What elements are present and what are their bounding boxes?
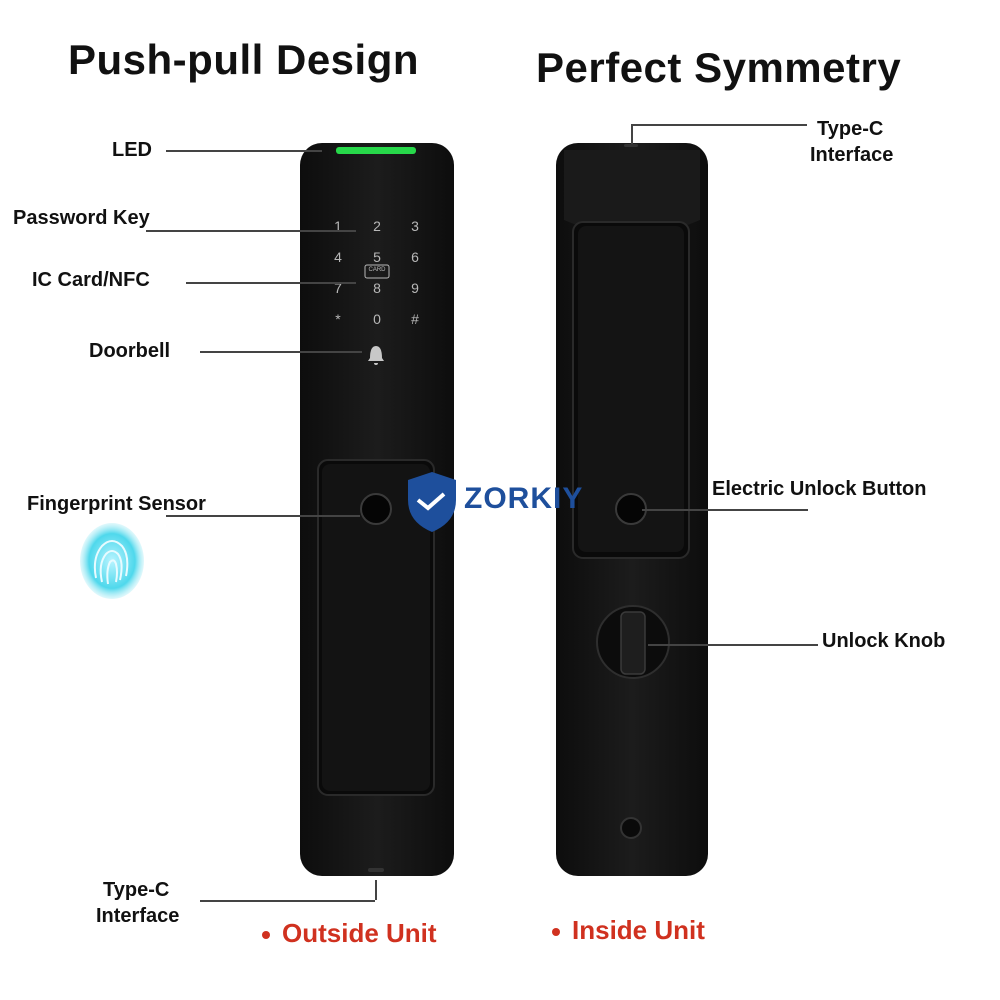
leader-line-fingerprint-sensor	[166, 515, 360, 517]
unlock-knob-grip	[620, 611, 646, 675]
callout-fingerprint-sensor: Fingerprint Sensor	[27, 493, 206, 515]
inside-unit	[556, 143, 708, 876]
caption-outside-unit-text: Outside Unit	[282, 918, 437, 948]
keypad-key[interactable]: 3	[411, 218, 419, 234]
callout-type-c-bottom-line1: Type-C	[103, 879, 170, 901]
inside-screw	[620, 817, 642, 839]
caption-inside-unit: Inside Unit	[552, 915, 705, 946]
leader-line-ic-card	[186, 282, 356, 284]
outside-type-c-port	[368, 868, 384, 872]
callout-led: LED	[112, 139, 152, 161]
inside-type-c-port	[624, 144, 638, 147]
callout-password-key: Password Key	[13, 207, 150, 229]
leader-line-doorbell	[200, 351, 362, 353]
keypad-key[interactable]: 8	[373, 280, 381, 296]
caption-outside-unit: Outside Unit	[262, 918, 437, 949]
caption-bullet	[552, 928, 560, 937]
callout-type-c-bottom-line2: Interface	[96, 905, 180, 927]
keypad-key[interactable]: #	[411, 311, 419, 327]
fingerprint-illustration	[80, 523, 144, 599]
callout-doorbell: Doorbell	[89, 340, 171, 362]
leader-line-password-key	[146, 230, 356, 232]
leader-line-unlock-knob	[648, 644, 818, 646]
leader-line-type-c-bottom-vertical	[375, 880, 377, 900]
caption-bullet	[262, 931, 270, 940]
callout-type-c-top-line1: Type-C	[817, 118, 884, 140]
leader-line-type-c-top-vertical	[631, 124, 633, 144]
keypad-key[interactable]: 1	[334, 218, 342, 234]
inside-handle-face	[578, 226, 684, 552]
keypad-key[interactable]: 6	[411, 249, 419, 265]
heading-perfect-symmetry: Perfect Symmetry	[536, 44, 902, 91]
inside-top-panel	[564, 150, 700, 235]
keypad-key[interactable]: 4	[334, 249, 342, 265]
brand-shield-logo	[408, 472, 456, 532]
leader-line-type-c-bottom	[200, 900, 375, 902]
doorbell-icon	[368, 346, 384, 365]
keypad-key[interactable]: 0	[373, 311, 381, 327]
leader-line-led	[166, 150, 322, 152]
callout-unlock-knob: Unlock Knob	[822, 630, 946, 652]
callout-electric-unlock-button: Electric Unlock Button	[712, 478, 927, 500]
keypad-key[interactable]: 2	[373, 218, 381, 234]
keypad-key[interactable]: 9	[411, 280, 419, 296]
card-box	[364, 264, 390, 279]
callout-type-c-top-line2: Interface	[810, 144, 894, 166]
keypad-key[interactable]: *	[335, 311, 341, 327]
outside-unit	[300, 143, 454, 876]
heading-push-pull-design: Push-pull Design	[68, 36, 420, 83]
leader-line-type-c-top	[631, 124, 807, 126]
keypad-key[interactable]: 5	[373, 249, 381, 265]
led-strip	[336, 147, 416, 154]
outside-handle-face	[322, 464, 430, 791]
keypad-key[interactable]: 7	[334, 280, 342, 296]
callout-ic-card: IC Card/NFC	[32, 269, 150, 291]
caption-inside-unit-text: Inside Unit	[572, 915, 705, 945]
card-label: CARD	[368, 267, 386, 273]
fingerprint-sensor	[360, 493, 392, 525]
brand-name: ZORKIY	[464, 482, 584, 515]
leader-line-electric-unlock-button	[642, 509, 808, 511]
